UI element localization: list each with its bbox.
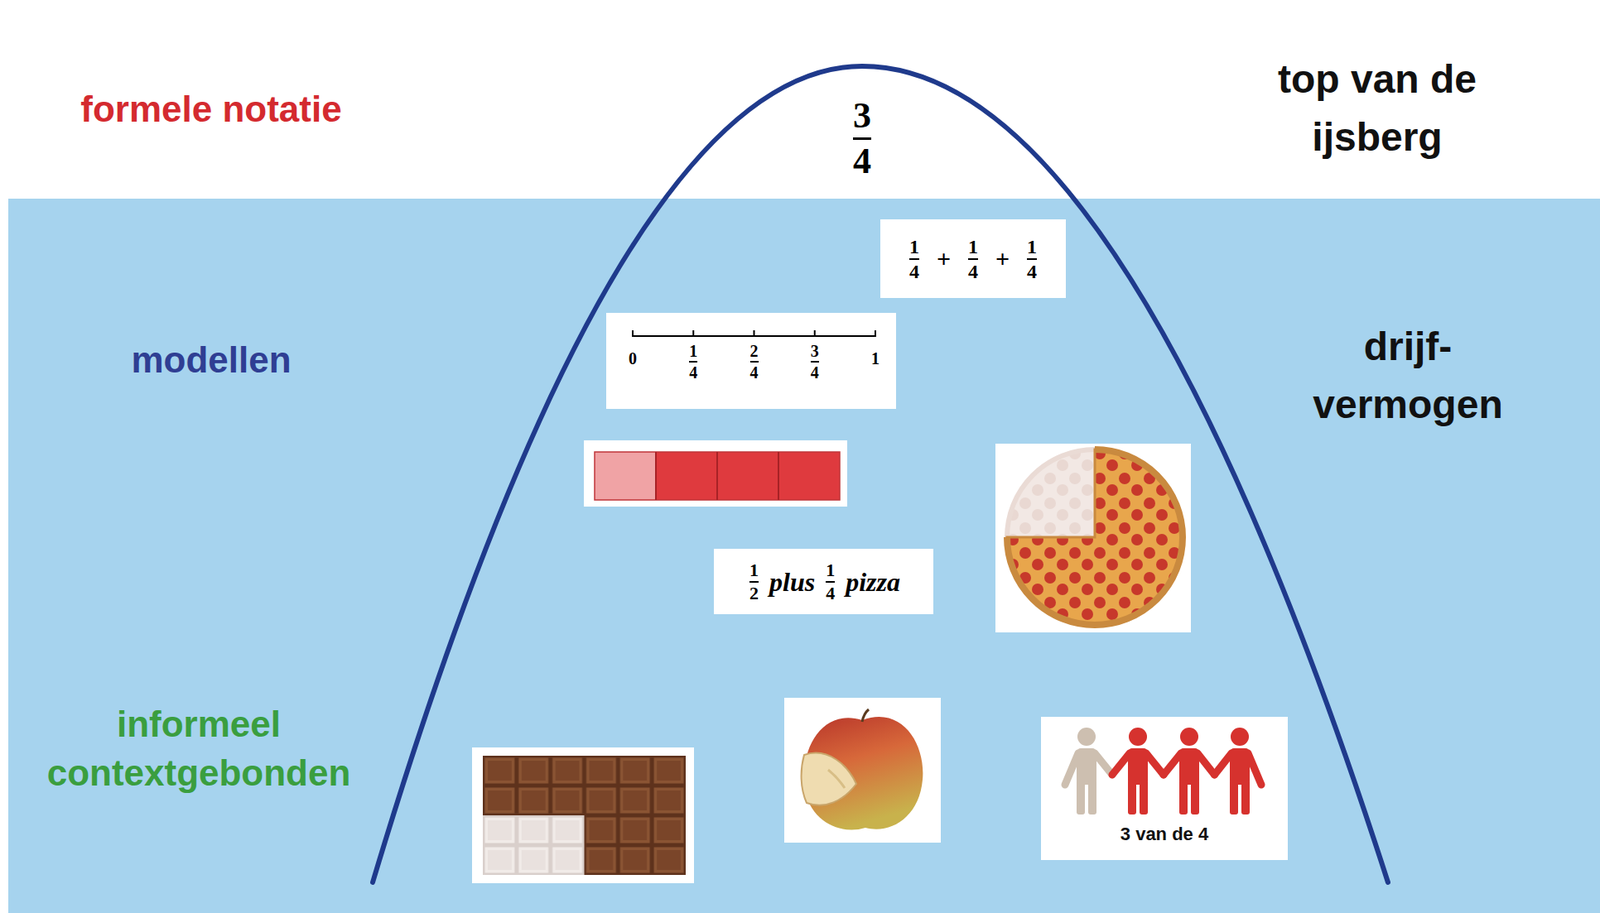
- numerator: 3: [810, 342, 820, 360]
- fraction-bar: [689, 361, 698, 363]
- numerator: 2: [750, 342, 759, 360]
- denominator: 4: [750, 364, 759, 381]
- model-box: 12plus14pizza: [713, 549, 934, 615]
- fraction: 14: [965, 236, 981, 282]
- side-label: drijf- vermogen: [1283, 318, 1533, 434]
- people-caption-holder: 3 van de 4: [1040, 824, 1288, 845]
- fraction: 14: [823, 561, 838, 603]
- tick-label: 34: [790, 342, 840, 381]
- numerator: 1: [749, 561, 759, 580]
- denominator: 4: [968, 261, 979, 282]
- level-label: informeel contextgebonden: [16, 699, 381, 799]
- fraction: 14: [1024, 236, 1040, 282]
- denominator: 4: [810, 364, 820, 381]
- side-label: top van de ijsberg: [1244, 50, 1510, 166]
- fraction-bar: [853, 137, 872, 140]
- denominator: 4: [1026, 261, 1037, 282]
- denominator: 4: [689, 364, 698, 381]
- denominator: 4: [909, 261, 920, 282]
- tick-number: 0: [628, 349, 637, 368]
- pizza-picture: [995, 443, 1191, 633]
- bar-model: [583, 440, 848, 507]
- numerator: 1: [825, 561, 835, 580]
- people-caption: 3 van de 4: [1120, 824, 1209, 845]
- tick-number: 1: [871, 349, 880, 368]
- model-box: 01424341: [606, 313, 897, 410]
- apple-picture: [784, 698, 941, 844]
- fraction-bar: [810, 361, 820, 363]
- math-word: plus: [769, 568, 815, 596]
- math-word: pizza: [845, 568, 901, 596]
- math-word: +: [995, 246, 1010, 272]
- numerator: 1: [1026, 236, 1037, 257]
- box-content: 12plus14pizza: [713, 549, 934, 615]
- iceberg-outline: 3414+14+140142434112plus14pizza3 van de …: [372, 66, 1388, 883]
- tick-label: 14: [668, 342, 719, 381]
- fraction-bar: [749, 581, 759, 584]
- tick-label: 24: [729, 342, 780, 381]
- fraction: 14: [687, 342, 699, 381]
- denominator: 2: [749, 584, 759, 603]
- fraction-bar: [750, 361, 759, 363]
- fraction: 12: [746, 561, 762, 603]
- numerator: 3: [853, 97, 872, 135]
- fraction-row: 12plus14pizza: [746, 561, 901, 603]
- tick-label: 1: [850, 349, 901, 368]
- fraction-bar: [909, 258, 920, 261]
- people-figures: [1040, 717, 1288, 821]
- math-word: +: [936, 246, 951, 272]
- fraction: 34: [809, 342, 821, 381]
- numerator: 1: [909, 236, 920, 257]
- model-box: 14+14+14: [880, 219, 1066, 299]
- model-box: 3 van de 4: [1040, 717, 1288, 861]
- fraction: 24: [748, 342, 761, 381]
- fraction: 14: [906, 236, 922, 282]
- denominator: 4: [825, 584, 835, 603]
- box-content: 14+14+14: [880, 219, 1066, 299]
- chocolate-bar: [472, 747, 694, 884]
- fraction-bar: [1026, 258, 1037, 261]
- fraction-bar: [968, 258, 979, 261]
- fraction: 34: [848, 97, 876, 180]
- level-label: modellen: [37, 338, 386, 383]
- tick-label: 0: [607, 349, 658, 368]
- numerator: 1: [689, 342, 698, 360]
- numerator: 1: [968, 236, 979, 257]
- fraction-bar: [825, 581, 835, 584]
- level-label: formele notatie: [37, 87, 386, 132]
- denominator: 4: [853, 143, 872, 180]
- top-fraction: 34: [779, 97, 945, 180]
- fraction-row: 14+14+14: [906, 236, 1040, 282]
